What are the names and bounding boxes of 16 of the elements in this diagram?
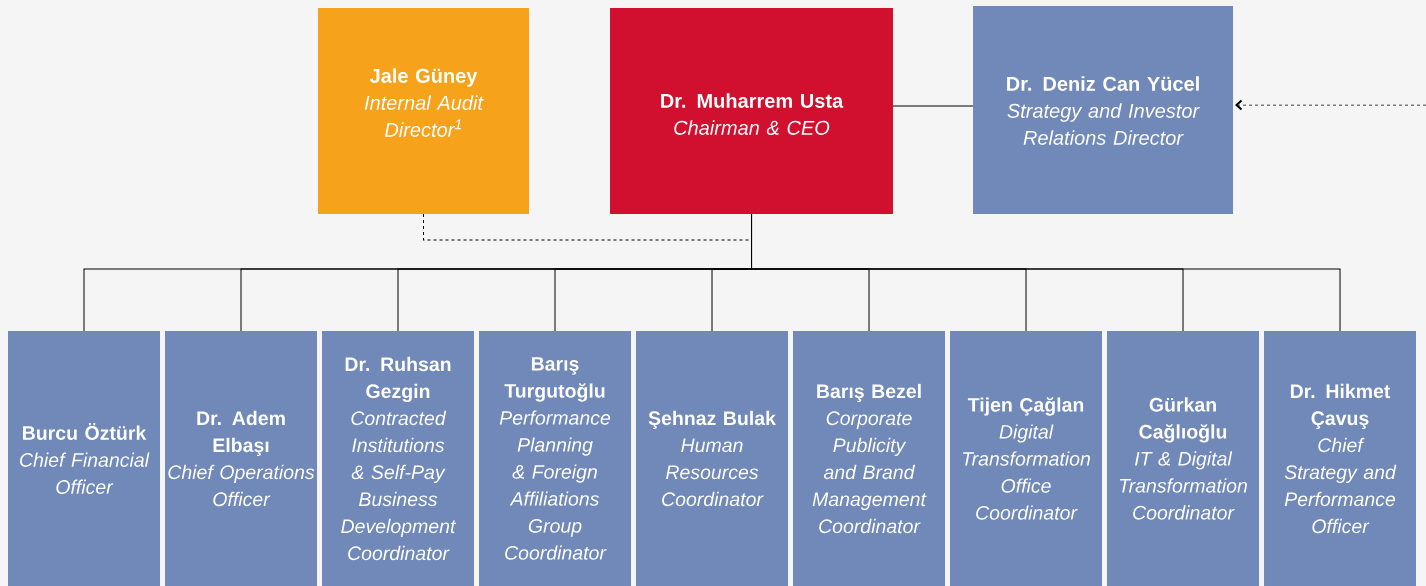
position-box: Burcu Öztürk Chief Financial Officer — [8, 331, 160, 586]
position-box: Şehnaz Bulak Human Resources Coordinator — [636, 331, 788, 586]
position-box: Tijen Çağlan Digital Transformation Office Coordinator — [950, 331, 1102, 586]
connector-line — [892, 105, 974, 107]
chairman-box: Dr. Muharrem Usta Chairman & CEO — [610, 8, 893, 214]
position-box: Dr. Adem Elbaşı Chief Operations Officer — [165, 331, 317, 586]
connector-line — [423, 213, 752, 241]
position-box: Dr. Ruhsan Gezgin Contracted Institutions & Self-Pay Business Development Coordinator — [322, 331, 474, 586]
position-box: Barış Bezel Corporate Publicity and Brand Management Coordinator — [793, 331, 945, 586]
position-box: Gürkan Cağlıoğlu IT & Digital Transformation Coordinator — [1107, 331, 1259, 586]
connector-line — [1235, 99, 1426, 111]
connector-line — [751, 213, 1341, 332]
position-box: Barış Turgutoğlu Performance Planning & Foreign Affiliations Group Coordinator — [479, 331, 631, 586]
director-box: Dr. Deniz Can Yücel Strategy and Investor Relations Director — [973, 6, 1233, 214]
director-box: Jale Güney Internal Audit Director$^{1}$ — [318, 8, 529, 214]
position-box: Dr. Hikmet Çavuş Chief Strategy and Performance Officer — [1264, 331, 1416, 586]
